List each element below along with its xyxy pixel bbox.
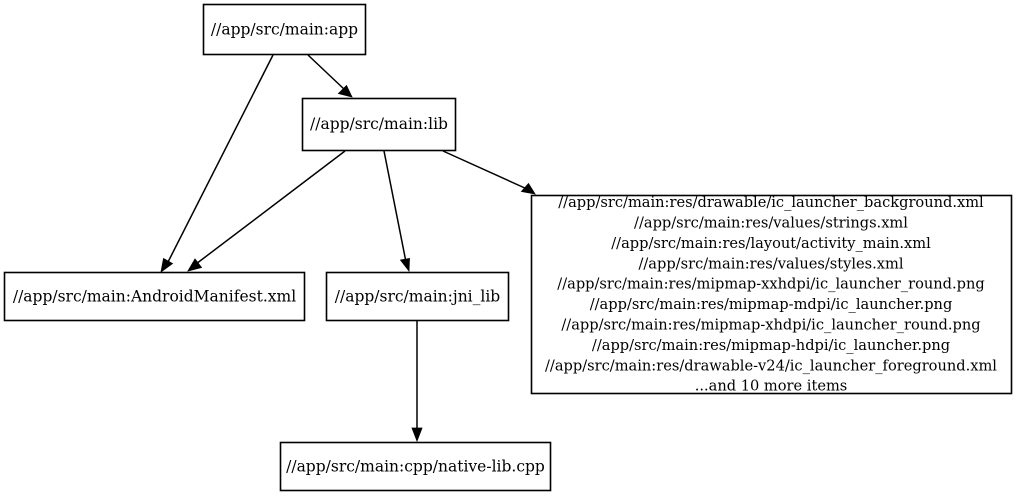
node-androidmanifest-box[interactable] <box>3 271 306 322</box>
node-lib[interactable]: //app/src/main:lib <box>301 97 457 152</box>
res-cluster-line: //app/src/main:res/drawable/ic_launcher_… <box>558 194 984 211</box>
node-app-label: //app/src/main:app <box>211 21 358 39</box>
arrowhead-icon <box>520 182 536 195</box>
res-cluster-line: //app/src/main:res/values/styles.xml <box>638 255 903 272</box>
node-jni-lib[interactable]: //app/src/main:jni_lib <box>325 271 510 322</box>
edge-line <box>195 150 346 265</box>
edge-app-to-lib <box>307 54 353 98</box>
node-group: //app/src/main:app //app/src/main:lib //… <box>3 3 1013 492</box>
arrowhead-icon <box>337 84 353 98</box>
edge-lib-to-jni_lib <box>383 150 410 273</box>
res-cluster-line: //app/src/main:res/mipmap-hdpi/ic_launch… <box>592 337 950 354</box>
res-cluster-line: //app/src/main:res/mipmap-mdpi/ic_launch… <box>590 296 953 313</box>
edge-line <box>166 54 274 265</box>
edge-group <box>160 54 536 443</box>
edge-line <box>442 150 528 190</box>
res-cluster-line: //app/src/main:res/layout/activity_main.… <box>611 235 931 252</box>
node-androidmanifest[interactable]: //app/src/main:AndroidManifest.xml <box>3 271 306 322</box>
edge-lib-to-manifest <box>187 150 346 272</box>
arrowhead-icon <box>399 258 410 273</box>
arrowhead-icon <box>411 427 423 443</box>
arrowhead-icon <box>160 257 174 273</box>
node-lib-box[interactable] <box>301 97 457 152</box>
edge-lib-to-res_cluster <box>442 150 536 195</box>
res-cluster-line: //app/src/main:res/values/strings.xml <box>634 215 908 232</box>
node-jni-lib-box[interactable] <box>325 271 510 322</box>
node-lib-label: //app/src/main:lib <box>310 115 448 133</box>
res-cluster-line: //app/src/main:res/drawable-v24/ic_launc… <box>545 357 997 374</box>
edge-jni_lib-to-native_lib <box>411 321 423 443</box>
edge-line <box>307 54 346 91</box>
node-native-lib[interactable]: //app/src/main:cpp/native-lib.cpp <box>279 441 552 492</box>
node-app-box[interactable] <box>202 3 367 56</box>
node-androidmanifest-label: //app/src/main:AndroidManifest.xml <box>13 288 296 306</box>
node-native-lib-label: //app/src/main:cpp/native-lib.cpp <box>286 458 545 476</box>
res-cluster-line: //app/src/main:res/mipmap-xhdpi/ic_launc… <box>561 317 980 334</box>
edge-app-to-manifest <box>160 54 274 273</box>
res-cluster-line: //app/src/main:res/mipmap-xxhdpi/ic_laun… <box>557 276 984 293</box>
node-res-cluster-box[interactable] <box>530 194 1013 395</box>
node-app[interactable]: //app/src/main:app <box>202 3 367 56</box>
edge-line <box>383 150 407 263</box>
node-jni-lib-label: //app/src/main:jni_lib <box>335 288 501 306</box>
res-cluster-line: ...and 10 more items <box>695 378 848 395</box>
node-res-cluster[interactable]: //app/src/main:res/drawable/ic_launcher_… <box>530 194 1013 395</box>
node-native-lib-box[interactable] <box>279 441 552 492</box>
arrowhead-icon <box>187 258 203 272</box>
